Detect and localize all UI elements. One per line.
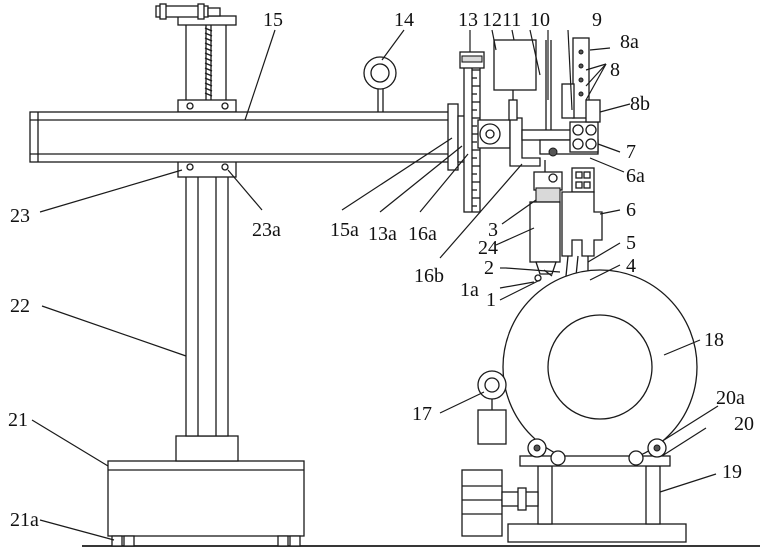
label-5: 5 xyxy=(626,232,636,254)
label-24: 24 xyxy=(478,237,498,259)
label-8a: 8a xyxy=(620,31,639,53)
label-6: 6 xyxy=(626,199,636,221)
column-base-21 xyxy=(108,461,304,546)
label-13a: 13a xyxy=(368,223,397,245)
label-18: 18 xyxy=(704,329,724,351)
label-14: 14 xyxy=(394,9,414,31)
label-22: 22 xyxy=(10,295,30,317)
horizontal-boom-15 xyxy=(30,112,450,162)
motor-11 xyxy=(494,40,536,120)
label-15a: 15a xyxy=(330,219,359,241)
label-9: 9 xyxy=(592,9,602,31)
label-13: 13 xyxy=(458,9,478,31)
workpiece-18 xyxy=(503,270,697,464)
plate-8a xyxy=(562,38,600,122)
welding-torch-24 xyxy=(530,160,562,281)
label-21: 21 xyxy=(8,409,28,431)
guide-6a xyxy=(572,168,594,192)
label-20a: 20a xyxy=(716,387,745,409)
label-11: 11 xyxy=(502,9,521,31)
label-4: 4 xyxy=(626,255,636,277)
label-6a: 6a xyxy=(626,165,645,187)
label-16b: 16b xyxy=(414,265,444,287)
lifting-screw-tower xyxy=(156,4,236,100)
gauge-17 xyxy=(478,371,506,444)
label-15: 15 xyxy=(263,9,283,31)
label-23a: 23a xyxy=(252,219,281,241)
label-10: 10 xyxy=(530,9,550,31)
gauge-14 xyxy=(364,57,396,112)
column-22 xyxy=(176,176,238,461)
label-20: 20 xyxy=(734,413,754,435)
label-21a: 21a xyxy=(10,509,39,531)
motor-13 xyxy=(460,52,484,68)
label-2: 2 xyxy=(484,257,494,279)
label-23: 23 xyxy=(10,205,30,227)
label-1: 1 xyxy=(486,289,496,311)
label-1a: 1a xyxy=(460,279,479,301)
label-16a: 16a xyxy=(408,223,437,245)
wheel-block-7 xyxy=(570,122,598,152)
label-19: 19 xyxy=(722,461,742,483)
label-8b: 8b xyxy=(630,93,650,115)
label-12: 12 xyxy=(482,9,502,31)
bracket-16b xyxy=(478,118,540,166)
label-8: 8 xyxy=(610,59,620,81)
label-7: 7 xyxy=(626,141,636,163)
label-17: 17 xyxy=(412,403,432,425)
